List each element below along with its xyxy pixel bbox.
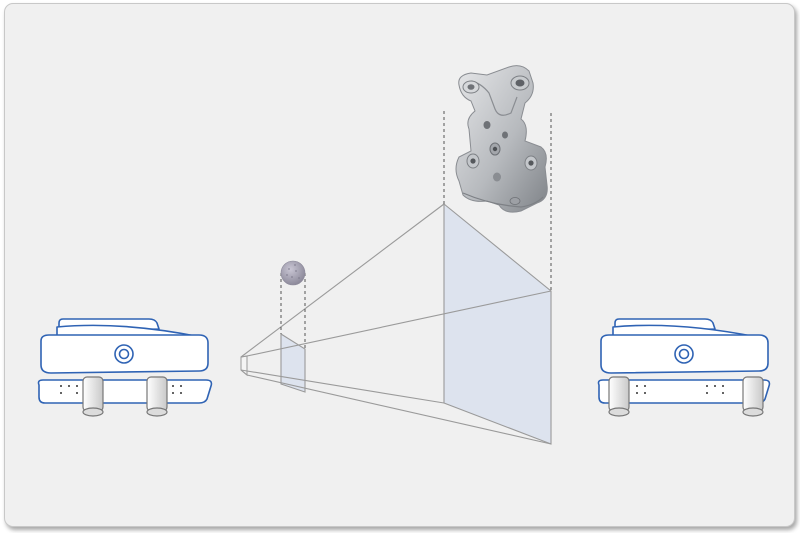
sphere-object-icon: [280, 260, 306, 286]
right-scanner-dots: [636, 385, 724, 394]
guide-lines: [280, 111, 552, 349]
far-projection-plane: [443, 202, 552, 445]
metal-part-icon: [455, 65, 548, 213]
3d-scanner-icon: [37, 318, 213, 417]
3d-scanner-icon: [597, 318, 771, 417]
right-scanner: [597, 318, 771, 417]
scan-frustum: [240, 111, 552, 445]
frustum-rays: [240, 203, 552, 445]
left-scanner-dots: [60, 385, 182, 394]
diagram-frame: [4, 3, 795, 527]
left-scanner: [37, 318, 213, 417]
scan-volume-diagram: [37, 65, 771, 445]
